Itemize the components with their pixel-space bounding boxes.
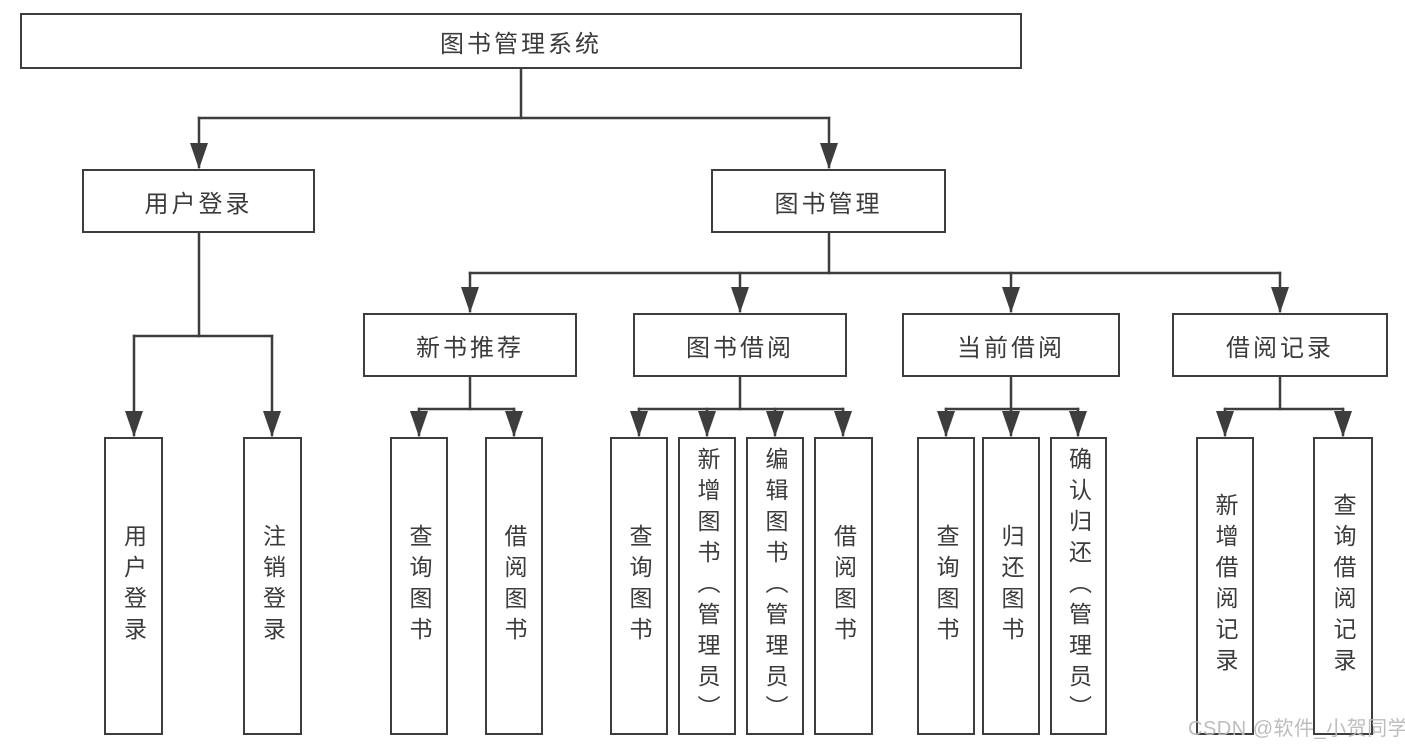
leaf-label: 查询图书 bbox=[406, 524, 432, 648]
node-label: 图书管理系统 bbox=[440, 30, 602, 58]
node-book-borrowing: 图书借阅 bbox=[633, 313, 847, 377]
leaf-confirm-return-admin: 确认归还（管理员） bbox=[1050, 437, 1107, 735]
leaf-label: 借阅图书 bbox=[501, 524, 527, 648]
leaf-return-book: 归还图书 bbox=[982, 437, 1040, 735]
node-library-management-system: 图书管理系统 bbox=[20, 13, 1022, 69]
leaf-add-borrow-record: 新增借阅记录 bbox=[1196, 437, 1254, 735]
node-label: 图书管理 bbox=[774, 190, 883, 218]
leaf-logout: 注销登录 bbox=[243, 437, 302, 735]
connector-borrow-to-leaves bbox=[630, 375, 852, 437]
leaf-label: 确认归还（管理员） bbox=[1065, 446, 1092, 726]
csdn-watermark: CSDN @软件_小贺同学 bbox=[1188, 718, 1405, 740]
leaf-label: 借阅图书 bbox=[830, 524, 857, 648]
leaf-label: 新增图书（管理员） bbox=[694, 446, 720, 726]
leaf-label: 归还图书 bbox=[998, 524, 1024, 648]
node-label: 新书推荐 bbox=[416, 334, 524, 362]
leaf-label: 查询图书 bbox=[933, 524, 959, 648]
leaf-query-books-borrow: 查询图书 bbox=[610, 437, 668, 735]
connector-root-to-level1 bbox=[190, 66, 838, 169]
leaf-label: 查询借阅记录 bbox=[1330, 493, 1356, 679]
connector-recommend-to-leaves bbox=[410, 375, 523, 437]
leaf-borrow-books: 借阅图书 bbox=[814, 437, 873, 735]
connector-user-login-to-leaves bbox=[125, 231, 281, 437]
node-label: 图书借阅 bbox=[686, 334, 794, 362]
leaf-label: 新增借阅记录 bbox=[1212, 493, 1238, 679]
leaf-borrow-books-recommend: 借阅图书 bbox=[485, 437, 543, 735]
node-borrowing-records: 借阅记录 bbox=[1172, 313, 1388, 377]
leaf-query-books-recommend: 查询图书 bbox=[390, 437, 448, 735]
leaf-label: 编辑图书（管理员） bbox=[762, 446, 788, 726]
leaf-label: 注销登录 bbox=[259, 524, 286, 648]
connector-records-to-leaves bbox=[1216, 375, 1352, 437]
node-label: 借阅记录 bbox=[1226, 334, 1334, 362]
node-user-login: 用户登录 bbox=[82, 169, 315, 233]
leaf-user-login: 用户登录 bbox=[104, 437, 163, 735]
node-book-management: 图书管理 bbox=[711, 169, 946, 233]
leaf-query-books-current: 查询图书 bbox=[917, 437, 975, 735]
leaf-add-book-admin: 新增图书（管理员） bbox=[678, 437, 736, 735]
node-label: 用户登录 bbox=[144, 190, 253, 218]
connector-current-to-leaves bbox=[937, 375, 1087, 437]
node-label: 当前借阅 bbox=[957, 334, 1065, 362]
connector-book-mgmt-to-level2 bbox=[461, 231, 1289, 313]
leaf-label: 用户登录 bbox=[120, 524, 147, 648]
leaf-label: 查询图书 bbox=[626, 524, 652, 648]
node-new-book-recommendation: 新书推荐 bbox=[363, 313, 577, 377]
leaf-edit-book-admin: 编辑图书（管理员） bbox=[746, 437, 804, 735]
node-current-borrowing: 当前借阅 bbox=[902, 313, 1120, 377]
leaf-query-borrow-record: 查询借阅记录 bbox=[1313, 437, 1373, 735]
